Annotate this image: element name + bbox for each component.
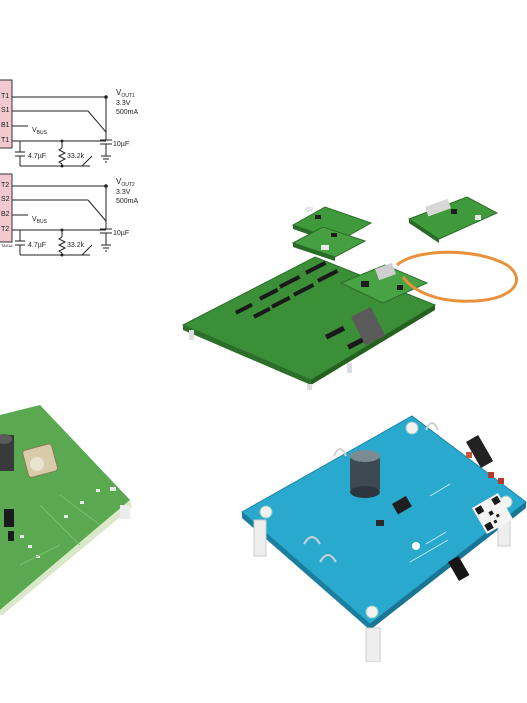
schematic-panel: T1 S1 B1 T1 T2 S2 B2 T2 TA01a: [0, 70, 170, 270]
green-board-closeup-photo: [0, 405, 140, 615]
cap-top-label-2: 10µF: [113, 230, 129, 237]
pin-label: T2: [1, 182, 9, 189]
svg-text:VBUS: VBUS: [32, 216, 48, 225]
pin-label: T1: [1, 137, 9, 144]
blue-eval-board-photo: [240, 412, 527, 662]
resistor-label-2: 33.2k: [67, 242, 85, 249]
schematic-drawing: T1 S1 B1 T1 T2 S2 B2 T2 TA01a: [0, 79, 139, 257]
vout2-current: 500mA: [116, 198, 139, 205]
ic-tag: TA01a: [1, 243, 13, 248]
vout1-voltage: 3.3V: [116, 100, 131, 107]
pin-label: B2: [1, 211, 10, 218]
pin-label: T2: [1, 226, 9, 233]
vout1-current: 500mA: [116, 109, 139, 116]
pin-label: S1: [1, 107, 10, 114]
pin-label: S2: [1, 196, 10, 203]
cap-small-label-2: 4.7µF: [28, 242, 46, 249]
pcb-assembly-photo: [175, 185, 527, 390]
svg-text:VBUS: VBUS: [32, 127, 48, 136]
vout2-voltage: 3.3V: [116, 189, 131, 196]
cap-top-label: 10µF: [113, 141, 129, 148]
resistor-label: 33.2k: [67, 153, 85, 160]
pin-label: B1: [1, 122, 10, 129]
pin-label: T1: [1, 93, 9, 100]
svg-text:VOUT2: VOUT2: [116, 177, 135, 188]
svg-text:VOUT1: VOUT1: [116, 88, 135, 99]
cap-small-label: 4.7µF: [28, 153, 46, 160]
